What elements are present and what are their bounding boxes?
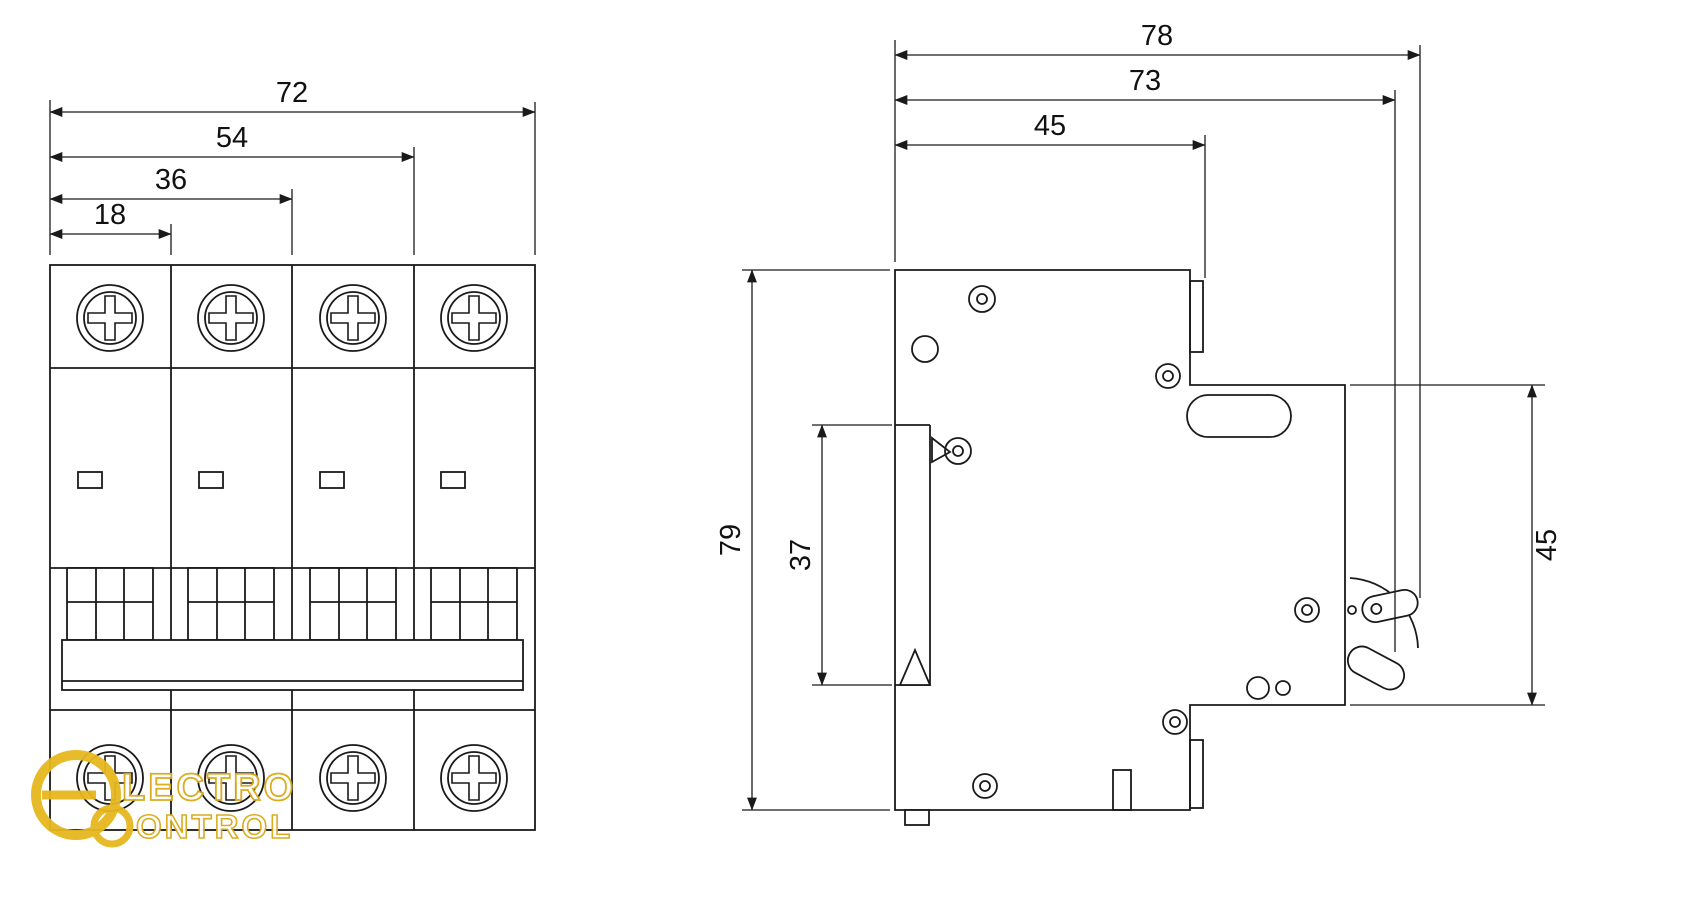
- front-view: [49, 264, 536, 831]
- label-window-1: [77, 471, 103, 489]
- label-window-2: [198, 471, 224, 489]
- phillips-screw-top-3: [319, 284, 387, 352]
- front-dimensions: [49, 100, 536, 255]
- din-hook: [931, 436, 952, 464]
- side-dimensions: [742, 40, 1545, 811]
- din-latch: [898, 647, 932, 686]
- phillips-screw-top-4: [440, 284, 508, 352]
- bottom-foot: [1112, 769, 1132, 811]
- dim-label-78: 78: [1141, 20, 1173, 52]
- dim-label-79: 79: [715, 524, 747, 556]
- toggle-lever-side: [1346, 577, 1419, 691]
- label-window-3: [319, 471, 345, 489]
- phillips-screw-bottom-4: [440, 744, 508, 812]
- oval-recess: [1186, 394, 1292, 438]
- side-top-rib: [1189, 280, 1204, 353]
- rivets: [911, 285, 1320, 799]
- phillips-screw-top-1: [76, 284, 144, 352]
- din-clip-tab: [904, 809, 930, 826]
- side-bottom-rib: [1189, 739, 1204, 809]
- dim-label-72: 72: [276, 77, 308, 109]
- watermark-c-ring-icon: [90, 804, 134, 848]
- dim-label-54: 54: [216, 122, 248, 154]
- dim-label-45-top: 45: [1034, 110, 1066, 142]
- dim-label-18: 18: [94, 199, 126, 231]
- dim-label-73: 73: [1129, 65, 1161, 97]
- phillips-screw-top-2: [197, 284, 265, 352]
- phillips-screw-bottom-3: [319, 744, 387, 812]
- dim-label-45-right: 45: [1531, 529, 1563, 561]
- side-body-outline: [894, 269, 1346, 811]
- watermark-e-ring-icon: [31, 750, 121, 840]
- din-rail-slot: [895, 424, 952, 826]
- dim-label-37: 37: [785, 539, 817, 571]
- toggle-handles: [66, 567, 518, 641]
- toggle-tie-bar: [61, 639, 524, 691]
- side-view: [894, 269, 1419, 826]
- label-window-4: [440, 471, 466, 489]
- watermark-text-line1: LECTRO: [122, 767, 296, 809]
- dim-label-36: 36: [155, 164, 187, 196]
- watermark-text-line2: ONTROL: [136, 808, 293, 845]
- watermark-logo: LECTRO ONTROL: [31, 750, 296, 848]
